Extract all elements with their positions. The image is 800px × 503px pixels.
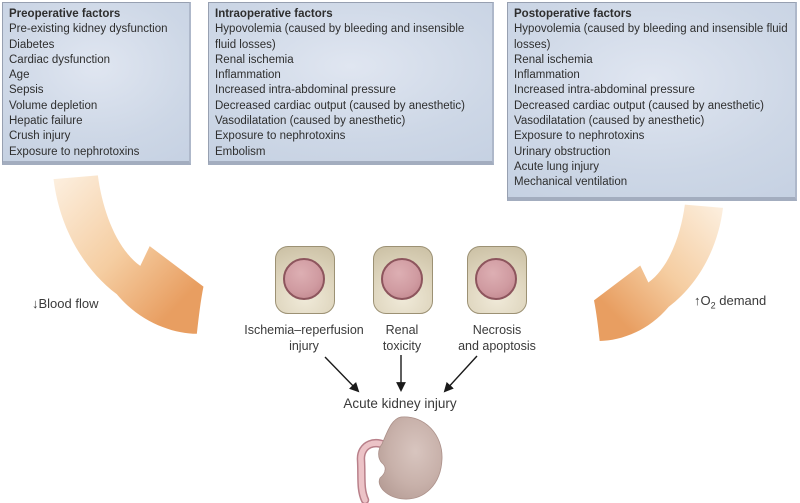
postoperative-factors-title: Postoperative factors xyxy=(514,8,632,20)
o2-demand-subscript: 2 xyxy=(710,300,716,311)
factor-item: Hepatic failure xyxy=(9,115,83,128)
acute-kidney-injury-label: Acute kidney injury xyxy=(343,396,457,411)
factor-item: Volume depletion xyxy=(9,99,98,112)
mechanism-label-necrosis-apoptosis: Necrosis and apoptosis xyxy=(458,323,536,353)
factor-item: Cardiac dysfunction xyxy=(9,53,110,66)
factor-item: Pre-existing kidney dysfunction xyxy=(9,23,168,36)
factor-item: Exposure to nephrotoxins xyxy=(514,130,645,143)
factor-item: Inflammation xyxy=(215,69,281,82)
kidney-body xyxy=(378,416,443,500)
o2-demand-suffix: demand xyxy=(715,293,767,308)
preoperative-factors-box: Preoperative factors Pre-existing kidney… xyxy=(2,2,191,165)
factor-item: Hypovolemia (caused by bleeding and inse… xyxy=(215,23,465,51)
factor-item: Sepsis xyxy=(9,84,44,97)
ureter xyxy=(358,440,395,503)
converging-arrows-icon xyxy=(324,355,478,393)
cell-nucleus-icon xyxy=(381,258,423,300)
intraoperative-factors-title: Intraoperative factors xyxy=(215,8,333,20)
factor-item: Decreased cardiac output (caused by anes… xyxy=(514,99,764,112)
cell-nucleus-icon xyxy=(475,258,517,300)
blood-flow-swoosh-arrow-icon xyxy=(53,175,204,334)
mechanism-label-ischemia-reperfusion: Ischemia–reperfusion injury xyxy=(244,323,364,353)
mechanism-label-renal-toxicity: Renal toxicity xyxy=(382,323,422,353)
kidney-icon xyxy=(356,416,443,503)
postoperative-factors-box: Postoperative factors Hypovolemia (cause… xyxy=(507,2,797,201)
factor-item: Renal ischemia xyxy=(514,53,593,66)
factor-item: Embolism xyxy=(215,145,266,158)
factor-item: Acute lung injury xyxy=(514,160,600,173)
cell-nucleus-icon xyxy=(283,258,325,300)
o2-demand-swoosh-arrow-icon xyxy=(593,204,724,341)
blood-flow-label: ↓Blood flow xyxy=(32,296,99,311)
factor-item: Urinary obstruction xyxy=(514,145,611,158)
cell-icon xyxy=(275,246,335,314)
preoperative-factors-title: Preoperative factors xyxy=(9,8,121,20)
factor-item: Exposure to nephrotoxins xyxy=(9,145,140,158)
cell-icon xyxy=(373,246,433,314)
factor-item: Increased intra-abdominal pressure xyxy=(215,84,396,97)
factor-item: Crush injury xyxy=(9,130,71,143)
factor-item: Exposure to nephrotoxins xyxy=(215,130,346,143)
factor-item: Mechanical ventilation xyxy=(514,176,628,189)
factor-item: Decreased cardiac output (caused by anes… xyxy=(215,99,465,112)
o2-demand-prefix: ↑O xyxy=(694,293,711,308)
factor-item: Hypovolemia (caused by bleeding and inse… xyxy=(514,23,788,51)
intraoperative-factors-box: Intraoperative factors Hypovolemia (caus… xyxy=(208,2,494,165)
factor-item: Renal ischemia xyxy=(215,53,294,66)
factor-item: Vasodilatation (caused by anesthetic) xyxy=(514,115,705,128)
factor-item: Inflammation xyxy=(514,69,580,82)
o2-demand-label: ↑O2 demand xyxy=(694,293,766,311)
cell-icon xyxy=(467,246,527,314)
factor-item: Increased intra-abdominal pressure xyxy=(514,84,695,97)
factor-item: Age xyxy=(9,69,30,82)
factor-item: Vasodilatation (caused by anesthetic) xyxy=(215,115,406,128)
factor-item: Diabetes xyxy=(9,38,55,51)
